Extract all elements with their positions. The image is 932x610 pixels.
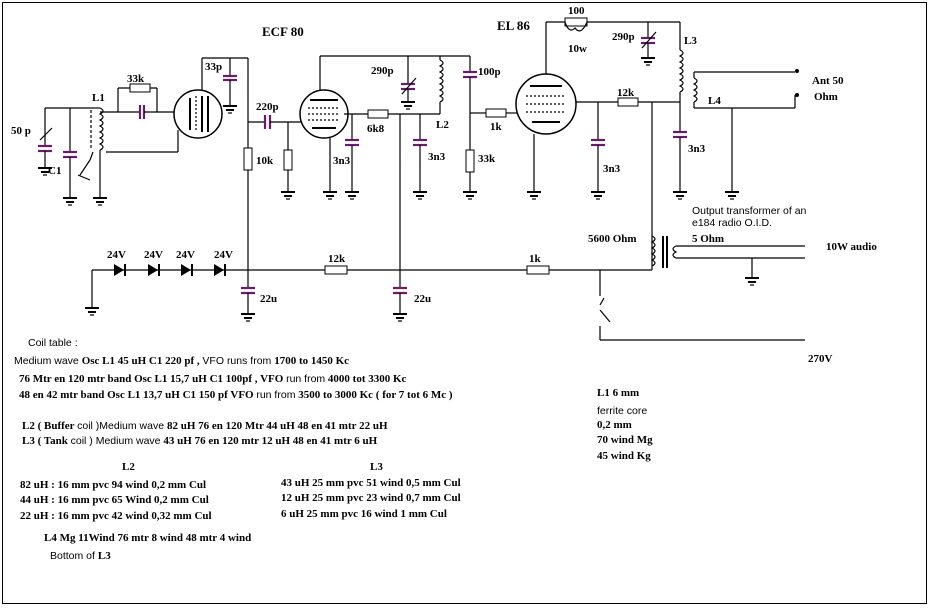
label-22u-b: 22u: [414, 293, 431, 305]
label-3n3-a: 3n3: [333, 155, 351, 167]
label-3n3-d: 3n3: [688, 143, 706, 155]
label-zener-2: 24V: [144, 249, 163, 261]
note-l2-a: L2 ( Buffer: [22, 420, 78, 432]
note-76m-band: 76 Mtr en 120 mtr band Osc L1 15,7 uH C1…: [19, 371, 406, 386]
note-l3-tank: L3 ( Tank coil ) Medium wave 43 uH 76 en…: [22, 433, 377, 448]
note-l3-b: coil ): [70, 435, 96, 447]
label-transformer-line1: Output transformer of an: [692, 205, 807, 217]
l3-table-header: L3: [370, 461, 383, 473]
label-3n3-b: 3n3: [428, 151, 446, 163]
note-mw-e: 1700 to 1450 Kc: [274, 355, 350, 367]
triode-tube: [173, 57, 248, 139]
l3-row-3: 6 uH 25 mm pvc 16 wind 1 mm Cul: [281, 508, 447, 520]
note-l2-d: 82 uH 76 en 120 Mtr 44 uH 48 en 41 mtr 2…: [166, 420, 388, 432]
component-labels: ECF 80 EL 86 50 p C1 L1 33k 33p 220p 10k…: [11, 5, 877, 365]
label-l4: L4: [708, 95, 721, 107]
label-290p-b: 290p: [612, 31, 635, 43]
coil-table-title: Coil table :: [28, 337, 78, 349]
note-48m-band: 48 en 42 mtr band Osc L1 13,7 uH C1 150 …: [19, 387, 453, 402]
note-48-b: run from: [256, 389, 296, 401]
label-22u-a: 22u: [260, 293, 277, 305]
note-l2-buffer: L2 ( Buffer coil )Medium wave 82 uH 76 e…: [22, 418, 388, 433]
label-ant: Ant 50: [812, 75, 844, 87]
l3-row-2: 12 uH 25 mm pvc 23 wind 0,7 mm Cul: [281, 492, 461, 504]
zener-string: [84, 264, 248, 316]
label-3n3-c: 3n3: [603, 163, 621, 175]
label-c1: C1: [48, 165, 61, 177]
label-l1: L1: [92, 92, 105, 104]
l2-row-2: 44 uH : 16 mm pvc 65 Wind 0,2 mm Cul: [20, 494, 209, 506]
note-48-a: 48 en 42 mtr band Osc L1 13,7 uH C1 150 …: [19, 389, 257, 401]
label-270v: 270V: [808, 353, 833, 365]
label-33k-b: 33k: [478, 153, 496, 165]
label-50p: 50 p: [11, 125, 31, 137]
label-100: 100: [568, 5, 585, 17]
l2-row-1: 82 uH : 16 mm pvc 94 wind 0,2 mm Cul: [20, 479, 207, 491]
l4-bottom-a: Bottom of: [50, 550, 98, 562]
l3-row-1: 43 uH 25 mm pvc 51 wind 0,5 mm Cul: [281, 477, 461, 489]
note-l3-d: 43 uH 76 en 120 mtr 12 uH 48 en 41 mtr 6…: [163, 435, 378, 447]
label-290p-a: 290p: [371, 65, 394, 77]
label-100p: 100p: [478, 66, 501, 78]
label-220p: 220p: [256, 101, 279, 113]
label-5600-ohm: 5600 Ohm: [588, 233, 637, 245]
label-l3: L3: [684, 35, 697, 47]
label-33k: 33k: [127, 73, 145, 85]
label-1k-a: 1k: [490, 121, 503, 133]
label-l2: L2: [436, 119, 449, 131]
note-l2-c: Medium wave: [99, 420, 167, 432]
label-1k-b: 1k: [529, 253, 542, 265]
output-transformer: [650, 235, 805, 286]
l1-spec-4: 70 wind Mg: [597, 434, 653, 446]
note-76-a: 76 Mtr en 120 mtr band Osc L1 15,7 uH C1…: [19, 373, 287, 385]
label-12k-a: 12k: [617, 87, 635, 99]
label-zener-4: 24V: [214, 249, 233, 261]
label-12k-b: 12k: [328, 253, 346, 265]
tube-label-ecf80: ECF 80: [262, 24, 304, 39]
label-10k: 10k: [256, 155, 274, 167]
note-76-c: 4000 tot 3300 Kc: [325, 373, 407, 385]
l4-winding-note: L4 Mg 11Wind 76 mtr 8 wind 48 mtr 4 wind: [44, 532, 252, 544]
label-10w-audio: 10W audio: [826, 241, 877, 253]
l1-spec-5: 45 wind Kg: [597, 450, 651, 462]
label-transformer-line2: e184 radio O.I.D.: [692, 217, 772, 229]
l4-bottom-b: L3: [97, 550, 111, 562]
label-33p: 33p: [205, 61, 222, 73]
note-l2-b: coil ): [77, 420, 100, 432]
l2-table-header: L2: [122, 461, 135, 473]
oscillator-section: [37, 83, 179, 206]
pentode-tube: [299, 55, 470, 200]
note-mw-b: Osc L1 45 uH C1 220 pf ,: [81, 355, 203, 367]
tube-label-el86: EL 86: [497, 18, 530, 33]
l2-row-3: 22 uH : 16 mm pvc 42 wind 0,32 mm Cul: [20, 510, 212, 522]
note-mw-c: VFO: [202, 355, 227, 367]
l1-spec-1: L1 6 mm: [597, 387, 640, 399]
el86-tube: [515, 22, 577, 200]
l1-spec-3: 0,2 mm: [597, 419, 632, 431]
l4-bottom-note: Bottom of L3: [50, 548, 111, 563]
label-10w: 10w: [568, 43, 587, 55]
schematic-frame: [2, 2, 927, 604]
label-5-ohm: 5 Ohm: [692, 233, 724, 245]
note-l3-a: L3 ( Tank: [22, 435, 71, 447]
label-zener-3: 24V: [176, 249, 195, 261]
note-l3-c: Medium wave: [95, 435, 164, 447]
label-6k8: 6k8: [367, 123, 385, 135]
label-ohm: Ohm: [814, 91, 838, 103]
note-medium-wave: Medium wave Osc L1 45 uH C1 220 pf , VFO…: [14, 353, 349, 368]
l1-spec-2: ferrite core: [597, 405, 648, 417]
note-76-b: run from: [286, 373, 326, 385]
note-mw-a: Medium wave: [14, 355, 82, 367]
note-mw-d: runs from: [226, 355, 275, 367]
label-zener-1: 24V: [107, 249, 126, 261]
note-48-c: 3500 to 3000 Kc ( for 7 tot 6 Mc ): [295, 389, 453, 401]
